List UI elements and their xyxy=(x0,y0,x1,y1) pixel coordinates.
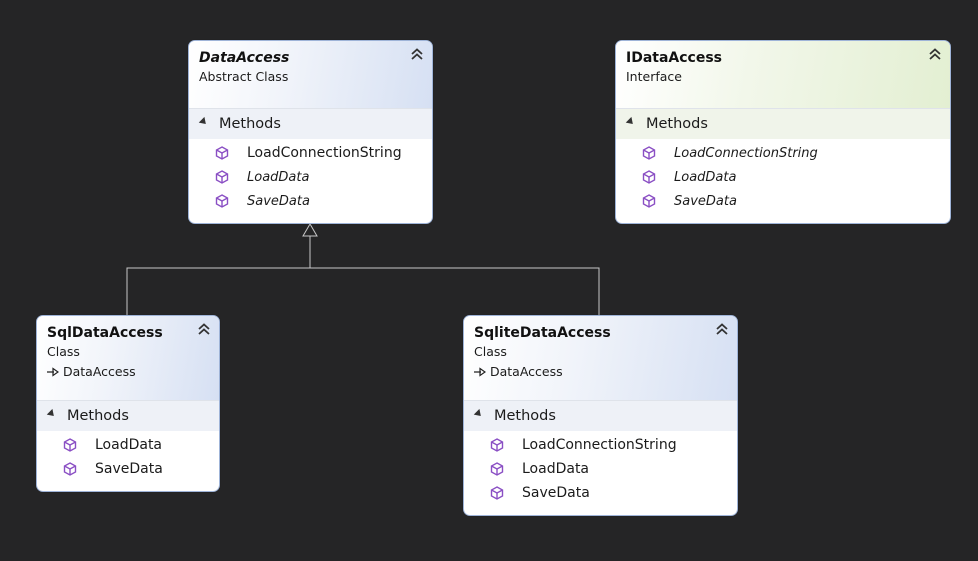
methods-list: LoadConnectionString LoadData SaveData xyxy=(464,431,737,509)
class-kind: Class xyxy=(47,344,80,359)
section-label: Methods xyxy=(494,408,556,424)
method-cube-icon xyxy=(490,462,504,476)
method-name: LoadData xyxy=(522,461,590,477)
methods-list: LoadConnectionString LoadData SaveData xyxy=(189,139,432,217)
method-item[interactable]: LoadData xyxy=(37,433,219,457)
method-cube-icon xyxy=(490,438,504,452)
method-name: SaveData xyxy=(522,485,590,501)
inheritance-arrow-icon xyxy=(302,223,318,237)
method-item[interactable]: SaveData xyxy=(37,457,219,481)
base-class-name: DataAccess xyxy=(490,364,563,379)
method-cube-icon xyxy=(215,194,229,208)
base-class-ref: DataAccess xyxy=(474,362,727,382)
methods-section-header[interactable]: Methods xyxy=(37,401,219,431)
method-item[interactable]: SaveData xyxy=(616,189,950,213)
method-name: LoadData xyxy=(674,169,737,185)
inheritance-arrow-icon xyxy=(47,367,59,377)
method-name: LoadConnectionString xyxy=(247,145,402,161)
method-item[interactable]: LoadData xyxy=(189,165,432,189)
methods-section-header[interactable]: Methods xyxy=(616,109,950,139)
expanded-triangle-icon xyxy=(198,116,209,127)
class-header[interactable]: SqliteDataAccess Class DataAccess xyxy=(464,316,737,401)
method-item[interactable]: LoadConnectionString xyxy=(189,141,432,165)
method-item[interactable]: LoadData xyxy=(616,165,950,189)
method-name: SaveData xyxy=(674,193,737,209)
inheritance-arrow-icon xyxy=(474,367,486,377)
class-title: IDataAccess xyxy=(626,50,723,66)
method-item[interactable]: SaveData xyxy=(464,481,737,505)
double-chevron-up-icon[interactable] xyxy=(928,47,942,61)
class-box-sqlitedataaccess[interactable]: SqliteDataAccess Class DataAccess Method… xyxy=(463,315,738,516)
method-name: LoadConnectionString xyxy=(522,437,677,453)
class-header[interactable]: IDataAccess Interface xyxy=(616,41,950,109)
method-cube-icon xyxy=(642,170,656,184)
methods-section-header[interactable]: Methods xyxy=(189,109,432,139)
class-title: SqlDataAccess xyxy=(47,325,163,341)
class-header[interactable]: DataAccess Abstract Class xyxy=(189,41,432,109)
method-item[interactable]: LoadData xyxy=(464,457,737,481)
methods-section-header[interactable]: Methods xyxy=(464,401,737,431)
method-cube-icon xyxy=(215,170,229,184)
method-name: LoadData xyxy=(95,437,163,453)
methods-list: LoadConnectionString LoadData SaveData xyxy=(616,139,950,217)
base-class-name: DataAccess xyxy=(63,364,136,379)
method-cube-icon xyxy=(490,486,504,500)
method-cube-icon xyxy=(642,146,656,160)
class-title: SqliteDataAccess xyxy=(474,325,611,341)
method-name: SaveData xyxy=(95,461,163,477)
connector-sqlitedataaccess xyxy=(310,267,600,315)
section-label: Methods xyxy=(67,408,129,424)
method-name: LoadConnectionString xyxy=(674,145,818,161)
method-item[interactable]: LoadConnectionString xyxy=(464,433,737,457)
class-box-sqldataaccess[interactable]: SqlDataAccess Class DataAccess Methods L… xyxy=(36,315,220,492)
method-name: LoadData xyxy=(247,169,310,185)
method-item[interactable]: SaveData xyxy=(189,189,432,213)
class-box-dataaccess[interactable]: DataAccess Abstract Class Methods LoadCo… xyxy=(188,40,433,224)
method-cube-icon xyxy=(642,194,656,208)
method-cube-icon xyxy=(63,462,77,476)
class-kind: Abstract Class xyxy=(199,69,289,84)
double-chevron-up-icon[interactable] xyxy=(197,322,211,336)
class-kind: Class xyxy=(474,344,507,359)
expanded-triangle-icon xyxy=(473,408,484,419)
section-label: Methods xyxy=(219,116,281,132)
base-class-ref: DataAccess xyxy=(47,362,209,382)
section-label: Methods xyxy=(646,116,708,132)
connector-sqldataaccess xyxy=(126,267,310,315)
class-title: DataAccess xyxy=(199,50,290,66)
expanded-triangle-icon xyxy=(46,408,57,419)
method-item[interactable]: LoadConnectionString xyxy=(616,141,950,165)
method-cube-icon xyxy=(215,146,229,160)
class-kind: Interface xyxy=(626,69,682,84)
method-cube-icon xyxy=(63,438,77,452)
methods-list: LoadData SaveData xyxy=(37,431,219,485)
class-header[interactable]: SqlDataAccess Class DataAccess xyxy=(37,316,219,401)
method-name: SaveData xyxy=(247,193,310,209)
double-chevron-up-icon[interactable] xyxy=(715,322,729,336)
double-chevron-up-icon[interactable] xyxy=(410,47,424,61)
interface-box-idataaccess[interactable]: IDataAccess Interface Methods LoadConnec… xyxy=(615,40,951,224)
expanded-triangle-icon xyxy=(625,116,636,127)
